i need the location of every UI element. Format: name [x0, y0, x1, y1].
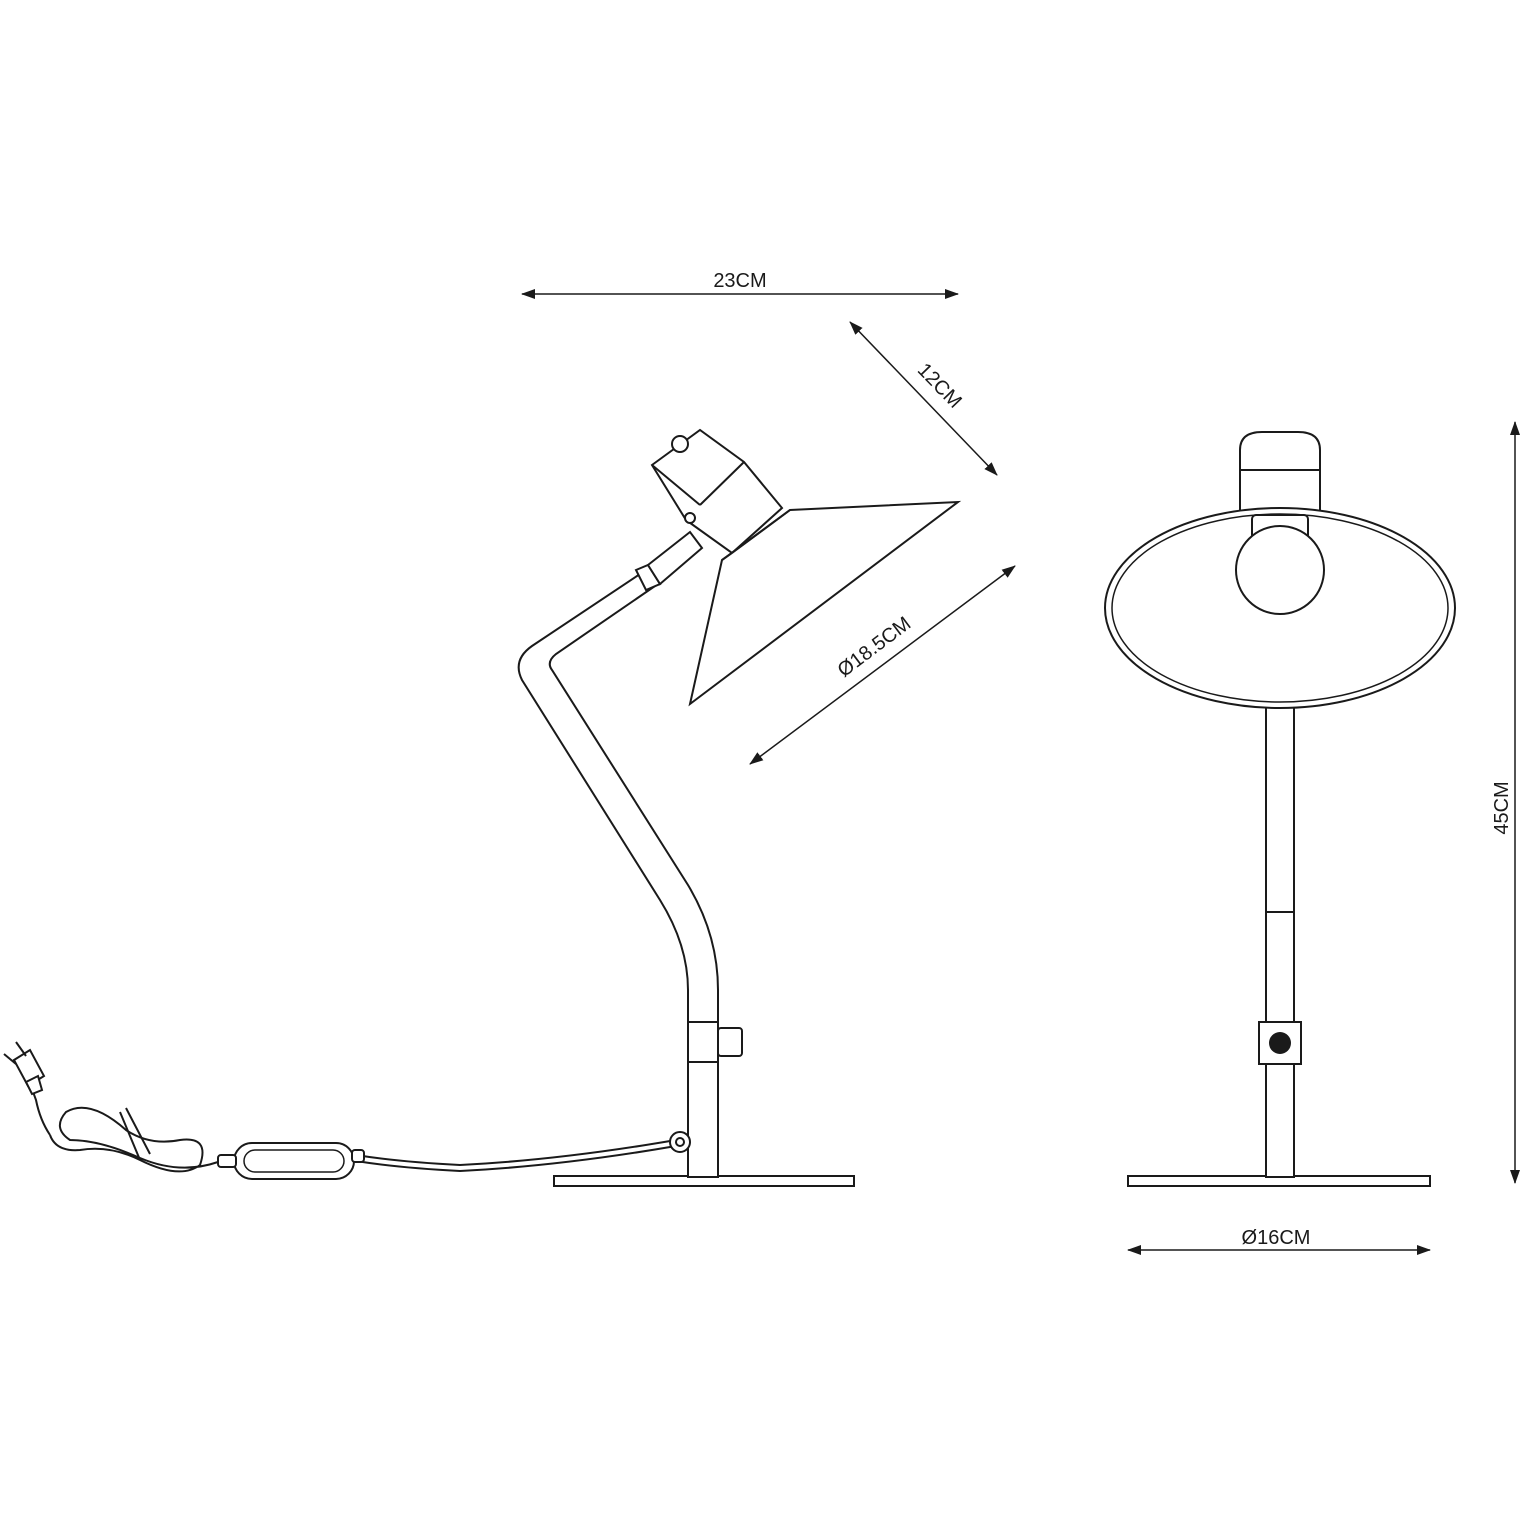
front-stem	[1265, 699, 1295, 1178]
socket-screw	[684, 512, 696, 524]
socket-band-line	[699, 461, 745, 506]
socket-knob	[671, 435, 689, 453]
head-length-label: 12CM	[913, 359, 966, 413]
power-cable-upper	[355, 1139, 677, 1167]
cable-grommet-hole	[675, 1137, 685, 1147]
socket-edge	[651, 464, 701, 506]
dimension-base-diameter: Ø16CM	[1127, 1227, 1431, 1255]
front-socket-cap	[1239, 431, 1321, 513]
arm-connector	[646, 530, 704, 586]
power-plug-icon	[3, 1041, 46, 1096]
lamp-collar	[687, 1021, 719, 1063]
front-knob	[1269, 1032, 1291, 1054]
lamp-arm-outer	[517, 573, 689, 1022]
height-label: 45CM	[1491, 781, 1513, 834]
desk-lamp-front-view-icon	[1104, 431, 1456, 1187]
shade-inner-rim	[721, 509, 791, 561]
lamp-arm-inner	[548, 585, 719, 1022]
dimension-height: 45CM	[1491, 421, 1520, 1184]
dimension-head-length: 12CM	[849, 321, 998, 476]
inline-switch-icon	[217, 1142, 365, 1180]
cable-to-plug	[27, 1077, 51, 1136]
tension-knob	[717, 1027, 743, 1057]
cable-tie	[119, 1107, 151, 1161]
dimension-width-top: 23CM	[521, 270, 959, 299]
cable-coil	[49, 1106, 219, 1173]
desk-lamp-side-view-icon	[3, 428, 962, 1187]
lamp-stand	[687, 1059, 719, 1178]
power-cable-lower	[355, 1145, 677, 1173]
light-bulb	[1235, 525, 1325, 615]
base-diameter-label: Ø16CM	[1242, 1227, 1311, 1249]
width-top-label: 23CM	[713, 270, 766, 292]
